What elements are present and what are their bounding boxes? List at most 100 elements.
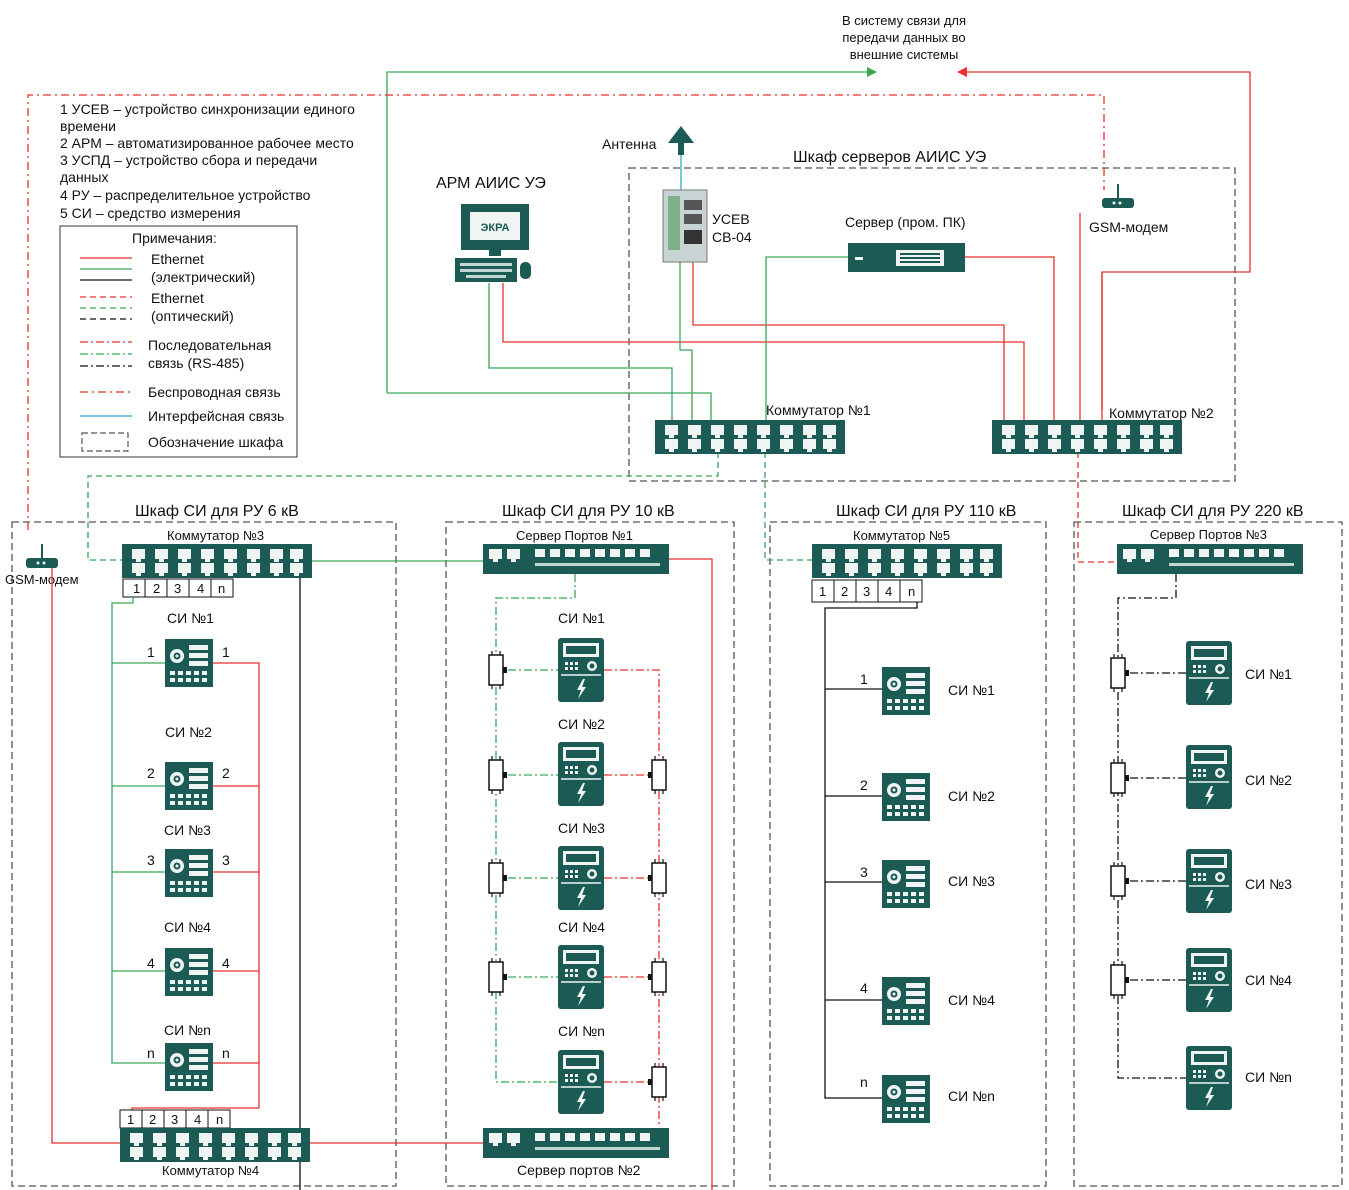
rs485-connector-icon [488,858,508,898]
legend-wireless: Беспроводная связь [148,384,281,400]
svg-text:n: n [147,1045,155,1061]
svg-text:3: 3 [863,584,870,599]
usev-label: УСЕВ [712,211,750,227]
svg-text:4: 4 [197,581,204,596]
meter-icon [1185,744,1233,810]
svg-text:1: 1 [127,1112,134,1127]
port-server-1-icon [483,544,669,574]
meter-icon [882,977,930,1025]
server1-label: Сервер Портов №1 [516,528,633,543]
cab220-meter-label: СИ №n [1245,1069,1292,1085]
cab110-title: Шкаф СИ для РУ 110 кВ [836,503,1016,520]
legend-title: Примечания: [132,230,217,246]
svg-text:В систему связи для: В систему связи для [842,13,966,28]
usev-model: СВ-04 [712,229,752,245]
legend-cabinet: Обозначение шкафа [148,434,283,450]
rs485-connector-icon [1110,653,1130,693]
svg-text:4: 4 [194,1112,201,1127]
switch-4-icon [120,1128,310,1162]
switch2-label: Коммутатор №2 [1109,405,1214,421]
meter-icon [165,639,213,687]
meter-icon [165,948,213,996]
meter-icon [557,637,605,703]
port-server-3-icon [1117,544,1303,574]
cab220-meter-label: СИ №4 [1245,972,1292,988]
rs485-connector-icon [488,755,508,795]
svg-text:3: 3 [174,581,181,596]
svg-text:4: 4 [885,584,892,599]
svg-text:2: 2 [860,777,868,793]
cab6-meter-label: СИ №1 [167,610,214,626]
server-label: Сервер (пром. ПК) [845,214,966,230]
svg-text:внешние системы: внешние системы [850,47,959,62]
antenna-icon [668,126,694,155]
switch3-port-labels: 1 2 3 4 n [122,578,234,598]
meter-icon [882,667,930,715]
svg-text:2: 2 [147,765,155,781]
cab6-meter-label: СИ №4 [164,919,211,935]
rs485-connector-icon [647,858,667,898]
svg-text:n: n [216,1112,223,1127]
cabinet-110kv [769,521,1047,1187]
svg-text:3: 3 [860,864,868,880]
switch4-label: Коммутатор №4 [162,1163,259,1178]
legend-serial-2: связь (RS-485) [148,355,244,371]
external-system-label: В систему связи для передачи данных во в… [842,13,966,62]
glossary-line: 5 СИ – средство измерения [60,205,241,221]
meter-icon [557,944,605,1010]
cabinet-6kv [11,521,397,1187]
svg-text:n: n [908,584,915,599]
port-server-2-icon [483,1128,669,1158]
glossary-line: 1 УСЕВ – устройство синхронизации единог… [60,101,355,117]
cabinet-10kv [445,521,735,1187]
cabinet-6kv-content: Шкаф СИ для РУ 6 кВ Коммутатор №3 GSM-мо… [5,503,484,1190]
glossary: 1 УСЕВ – устройство синхронизации единог… [60,101,355,221]
svg-text:4: 4 [147,955,155,971]
svg-text:1: 1 [222,644,230,660]
meter-icon [1185,947,1233,1013]
rs485-connector-icon [1110,758,1130,798]
cab10-meter-label: СИ №4 [558,919,605,935]
cab6-meter-label: СИ №n [164,1022,211,1038]
rs485-connector-icon [1110,960,1130,1000]
switch3-label: Коммутатор №3 [167,528,264,543]
glossary-line: 4 РУ – распределительное устройство [60,187,311,203]
svg-text:4: 4 [222,955,230,971]
cab110-meter-label: СИ №3 [948,873,995,889]
meter-icon [1185,640,1233,706]
meter-icon [1185,848,1233,914]
meter-icon [165,1043,213,1091]
svg-text:n: n [218,581,225,596]
glossary-line: 2 АРМ – автоматизированное рабочее место [60,135,354,151]
legend-eth-el-1: Ethernet [151,251,204,267]
legend-box: Примечания: Ethernet (электрический) Eth… [59,225,298,458]
server-cabinet [628,167,1236,482]
legend-serial-1: Последовательная [148,337,271,353]
cab10-meter-label: СИ №n [558,1023,605,1039]
gsm-modem-icon [25,543,59,569]
switch5-label: Коммутатор №5 [853,528,950,543]
server-cabinet-lines [87,213,1117,563]
switch5-port-labels: 1 2 3 4 n [811,579,923,603]
meter-icon [165,762,213,810]
legend-eth-opt-1: Ethernet [151,290,204,306]
gsm6-label: GSM-модем [5,572,79,587]
switch-3-icon [122,544,312,578]
cab110-meter-label: СИ №2 [948,788,995,804]
meter-icon [882,1075,930,1123]
gsm-label: GSM-модем [1089,219,1168,235]
legend-eth-el-2: (электрический) [151,269,255,285]
server-icon [848,243,965,272]
meter-icon [882,773,930,821]
arm-title: АРМ АИИС УЭ [436,175,546,192]
svg-text:n: n [222,1045,230,1061]
svg-text:3: 3 [171,1112,178,1127]
cab220-meter-label: СИ №2 [1245,772,1292,788]
rs485-connector-icon [647,755,667,795]
mouse-icon [520,262,531,279]
cab6-meter-label: СИ №2 [165,724,212,740]
cabinet-110kv-content: Шкаф СИ для РУ 110 кВ Коммутатор №5 1 2 … [811,503,1016,1123]
switch1-label: Коммутатор №1 [766,402,871,418]
cabinet-220kv-content: Шкаф СИ для РУ 220 кВ Сервер Портов №3 С… [1110,503,1304,1111]
